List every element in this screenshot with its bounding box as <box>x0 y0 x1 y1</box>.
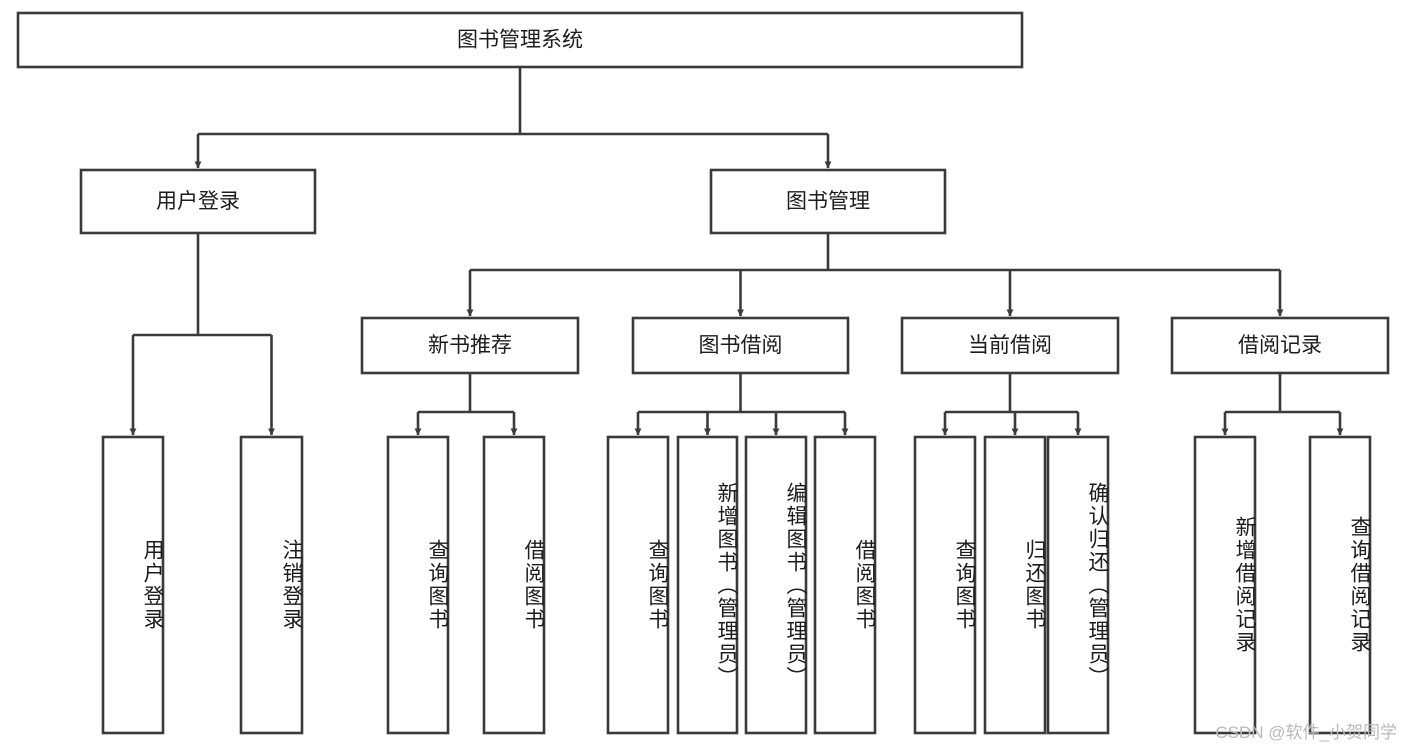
node-label-level3-3: 借阅记录 <box>1238 334 1322 357</box>
node-label-level3-2: 当前借阅 <box>968 334 1052 357</box>
boxes-layer <box>16 11 1390 735</box>
watermark-text: CSDN @软件_小贺同学 <box>1215 723 1397 742</box>
node-box-leaf-6[interactable] <box>744 435 808 735</box>
node-box-leaf-5[interactable] <box>676 435 739 735</box>
node-box-level2-0[interactable] <box>79 168 317 235</box>
node-label-level2-0: 用户登录 <box>156 190 240 213</box>
node-box-level3-1[interactable] <box>631 316 850 375</box>
node-box-leaf-3[interactable] <box>482 435 546 735</box>
node-box-leaf-1[interactable] <box>239 435 304 735</box>
node-box-leaf-7[interactable] <box>813 435 877 735</box>
node-box-root-0[interactable] <box>16 11 1024 69</box>
node-box-level3-0[interactable] <box>360 316 580 375</box>
node-label-level3-0: 新书推荐 <box>428 334 512 357</box>
node-label-root-0: 图书管理系统 <box>457 29 583 52</box>
node-box-leaf-11[interactable] <box>1193 435 1257 735</box>
node-box-leaf-2[interactable] <box>386 435 450 735</box>
node-label-level3-1: 图书借阅 <box>699 334 783 357</box>
node-box-leaf-4[interactable] <box>606 435 670 735</box>
node-box-leaf-9[interactable] <box>983 435 1047 735</box>
node-box-leaf-10[interactable] <box>1046 435 1110 735</box>
node-box-level3-2[interactable] <box>900 316 1120 375</box>
node-box-level2-1[interactable] <box>709 168 947 235</box>
node-box-leaf-8[interactable] <box>913 435 977 735</box>
node-label-level2-1: 图书管理 <box>786 190 870 213</box>
node-box-level3-3[interactable] <box>1170 316 1390 375</box>
node-box-leaf-12[interactable] <box>1308 435 1372 735</box>
edges-layer <box>129 67 1344 436</box>
node-box-leaf-0[interactable] <box>101 435 165 735</box>
